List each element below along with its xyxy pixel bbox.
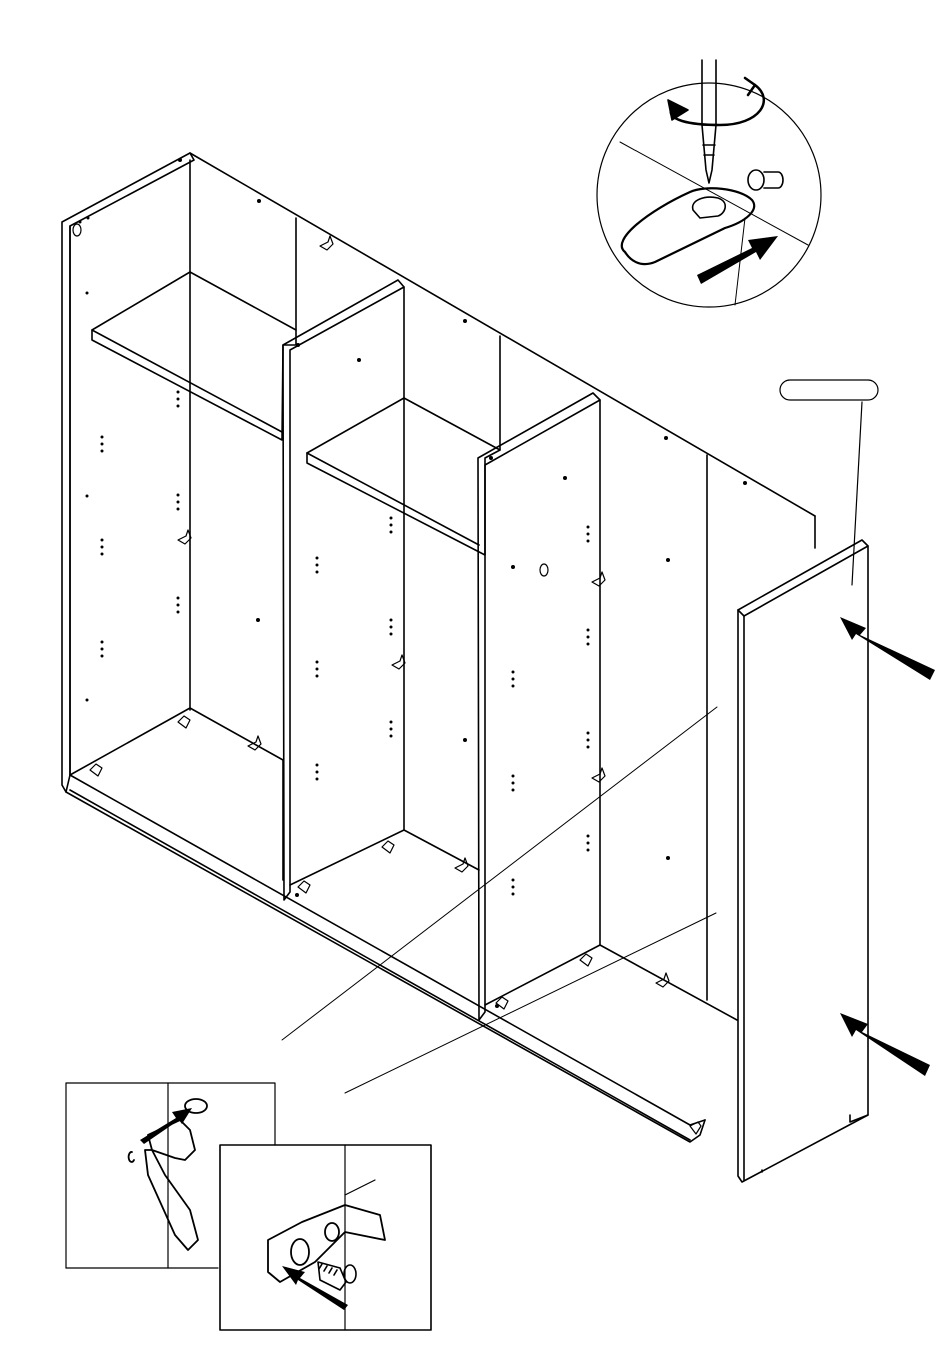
detail-connector-cap bbox=[66, 1083, 275, 1268]
shelf-pin-holes bbox=[79, 158, 748, 1008]
divider-panel-2 bbox=[478, 393, 600, 1020]
cam-fittings bbox=[73, 224, 701, 1134]
insert-side-panel-arrow-top bbox=[840, 617, 935, 680]
screwdriver-icon bbox=[668, 60, 764, 183]
part-label-callout bbox=[780, 380, 878, 585]
cam-bolt-icon bbox=[748, 170, 783, 190]
insert-side-panel-arrow-bottom bbox=[840, 1013, 930, 1076]
detail-frame-left bbox=[66, 1083, 275, 1268]
screw-icon bbox=[318, 1262, 356, 1290]
cam-insert-arrow bbox=[697, 236, 778, 284]
part-label-bubble bbox=[780, 380, 878, 400]
wardrobe-carcass bbox=[62, 153, 815, 1142]
detail-cam-lock bbox=[597, 60, 821, 307]
right-side-panel bbox=[738, 540, 868, 1182]
leader-line-1 bbox=[282, 707, 717, 1040]
detail-connector-screw bbox=[220, 1145, 431, 1330]
plinth-front bbox=[66, 792, 705, 1142]
cap-insert-arrow bbox=[140, 1108, 192, 1144]
leader-line-2 bbox=[345, 913, 716, 1093]
shelf-left bbox=[92, 272, 296, 440]
divider-panel-1 bbox=[283, 280, 404, 900]
part-label-leader bbox=[852, 402, 862, 585]
left-side-panel bbox=[62, 153, 194, 792]
cam-lock-body bbox=[622, 188, 754, 264]
screw-insert-arrow bbox=[282, 1266, 348, 1310]
